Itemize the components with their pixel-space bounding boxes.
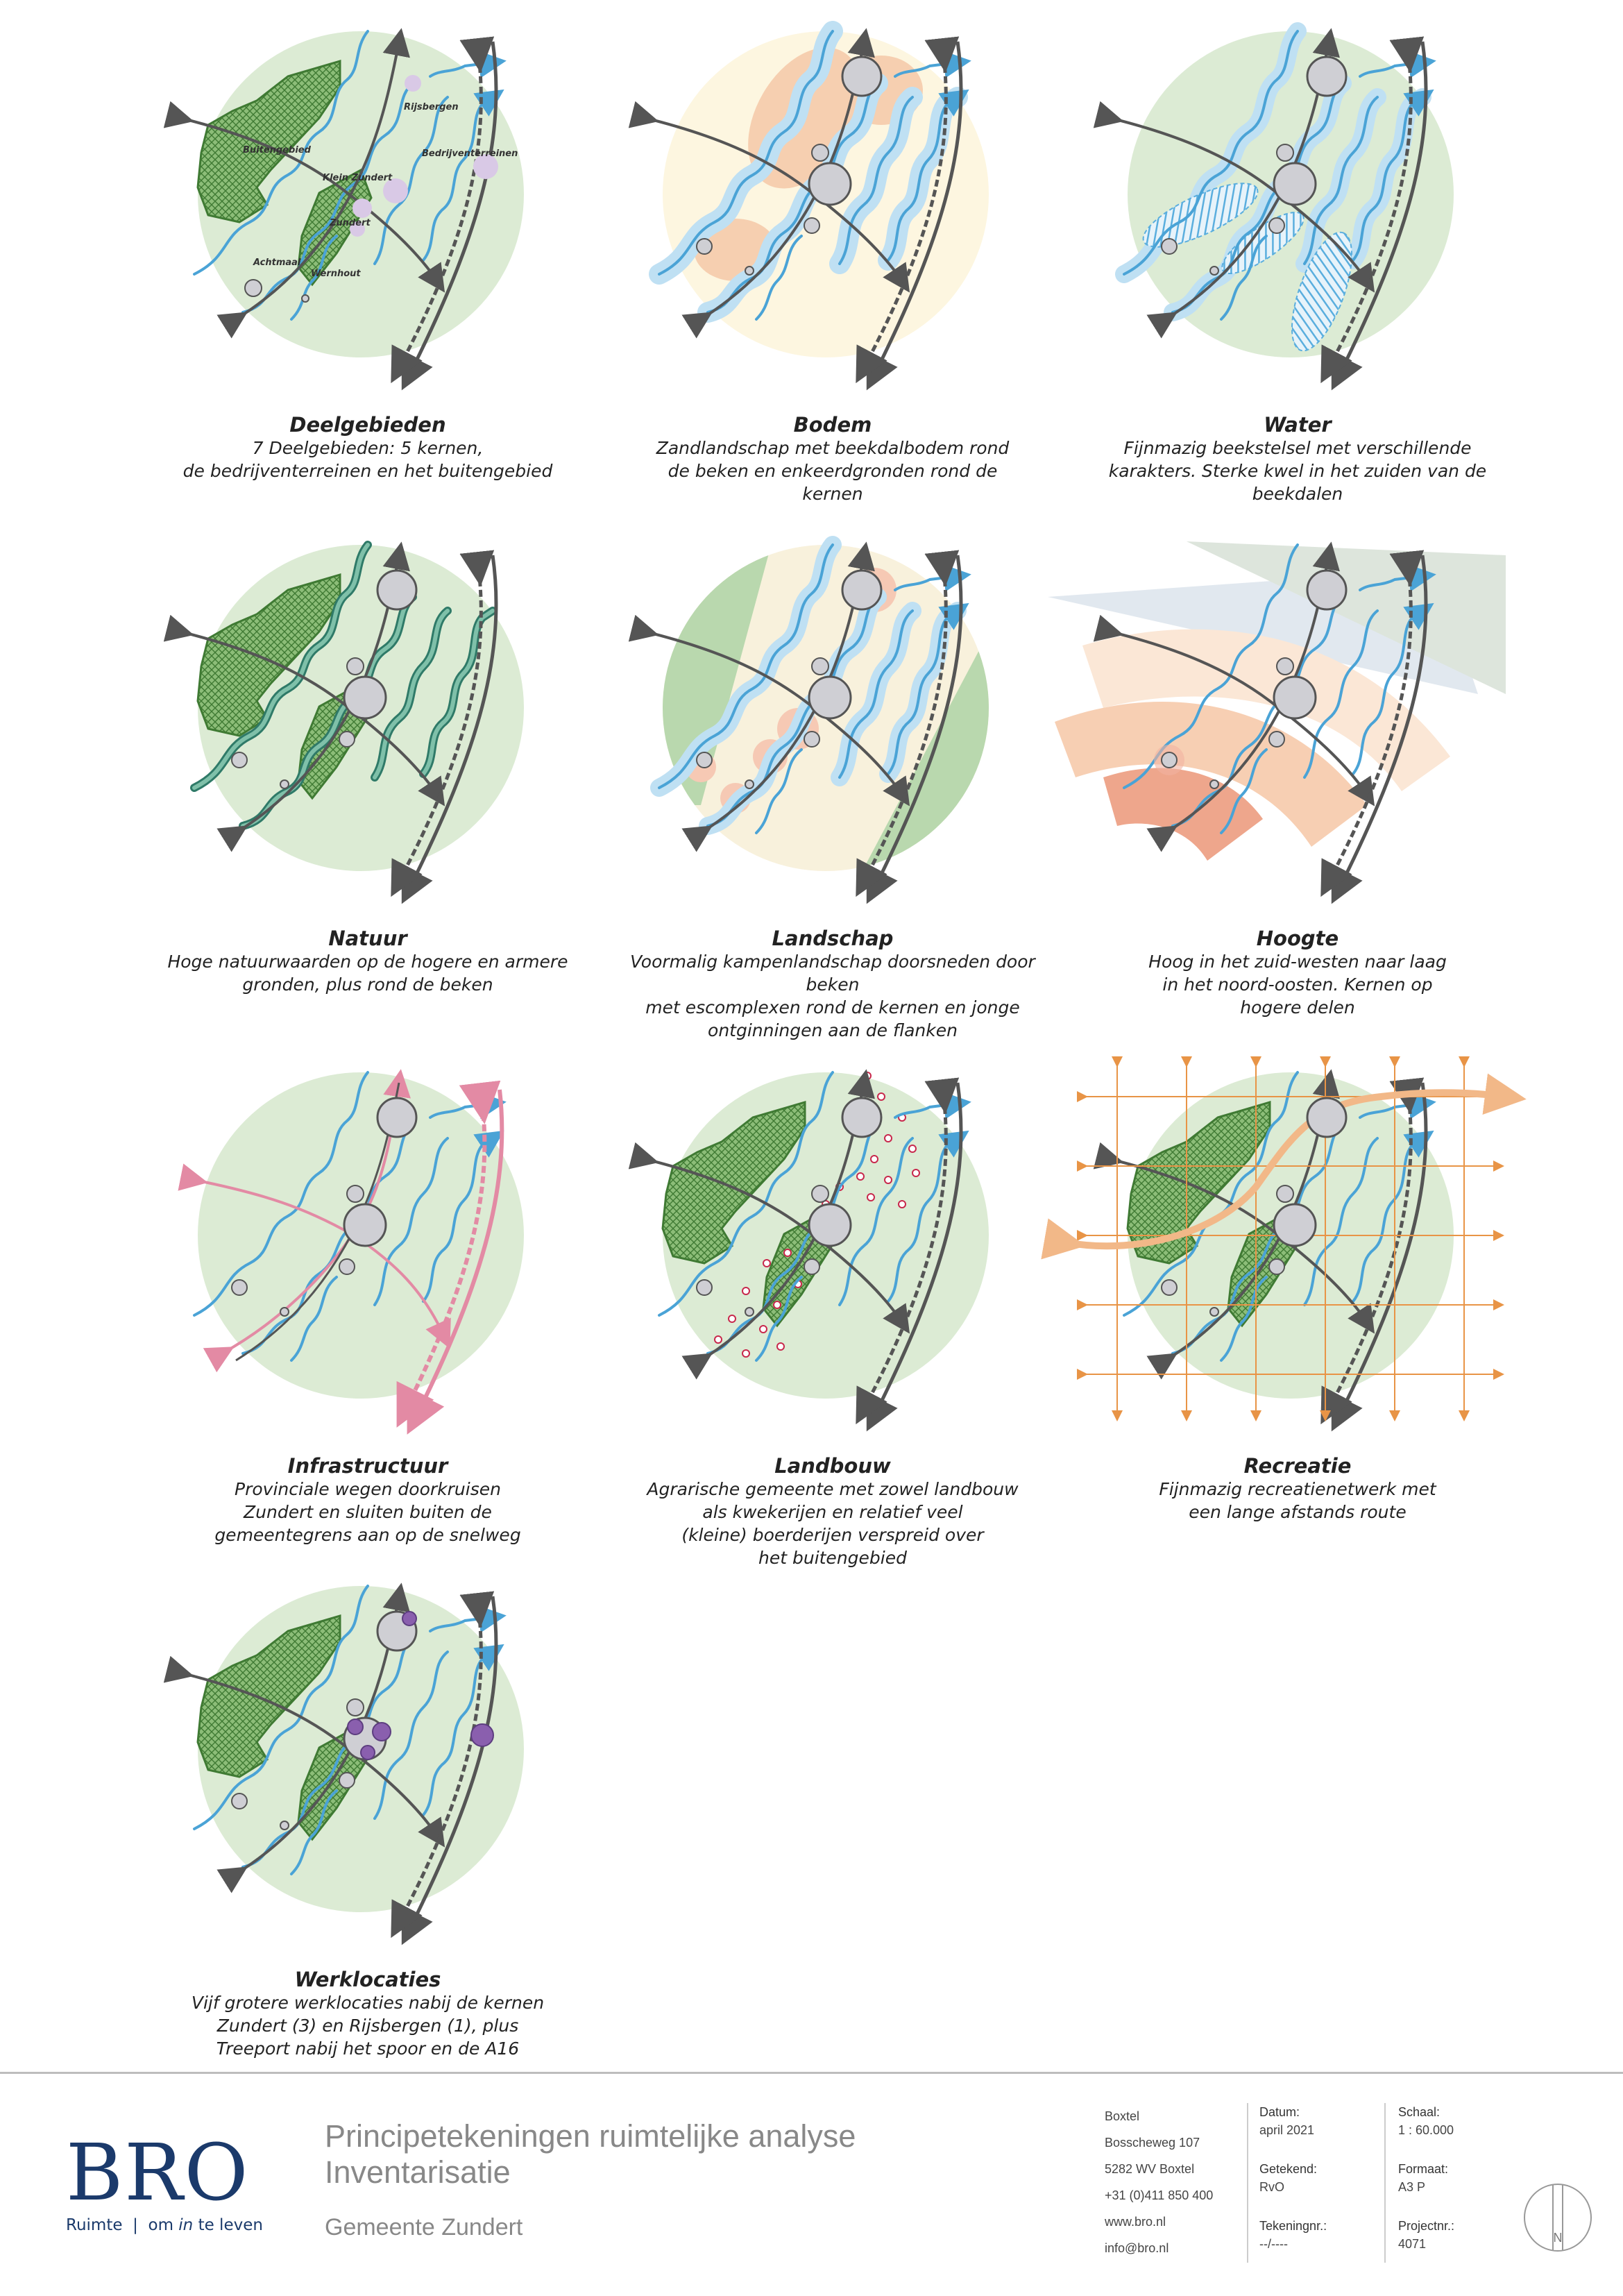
svg-text:N: N xyxy=(1554,2231,1563,2245)
panel-description: Vijf grotere werklocaties nabij de kerne… xyxy=(191,1993,545,2059)
label-bedrijventerreinen: Bedrijventerreinen xyxy=(422,149,518,159)
divider xyxy=(1247,2103,1248,2263)
label-wernhout: Wernhout xyxy=(311,269,361,279)
caption: Deelgebieden 7 Deelgebieden: 5 kernen, d… xyxy=(146,413,590,482)
caption: Landschap Voormalig kampenlandschap door… xyxy=(611,927,1055,1042)
panel-description: Voormalig kampenlandschap doorsneden doo… xyxy=(630,952,1035,1040)
panel-description: Fijnmazig recreatienetwerk met een lange… xyxy=(1159,1479,1436,1522)
caption: Landbouw Agrarische gemeente met zowel l… xyxy=(611,1454,1055,1569)
panel-description: Fijnmazig beekstelsel met verschillende … xyxy=(1108,438,1487,504)
caption: Natuur Hoge natuurwaarden op de hogere e… xyxy=(146,927,590,996)
panel-title: Landbouw xyxy=(774,1454,891,1478)
document-subtitle: Gemeente Zundert xyxy=(325,2214,523,2240)
panel-title: Hoogte xyxy=(1256,927,1339,950)
panel-title: Natuur xyxy=(328,927,407,950)
bodem-map xyxy=(597,14,989,416)
meta-column-2: Schaal:1 : 60.000 Formaat:A3 P Projectnr… xyxy=(1398,2105,1455,2251)
caption: Water Fijnmazig beekstelsel met verschil… xyxy=(1076,413,1520,505)
panel-description: 7 Deelgebieden: 5 kernen, de bedrijvente… xyxy=(182,438,553,481)
infrastructuur-map xyxy=(178,1069,524,1435)
panel-title: Werklocaties xyxy=(294,1968,441,1991)
label-zundert: Zundert xyxy=(329,218,371,228)
panel-title: Water xyxy=(1264,413,1332,437)
landbouw-map xyxy=(597,1055,989,1458)
footer-divider xyxy=(0,2072,1623,2074)
caption: Infrastructuur Provinciale wegen doorkru… xyxy=(146,1454,590,1546)
panel-title: Bodem xyxy=(793,413,872,437)
panel-title: Infrastructuur xyxy=(287,1454,448,1478)
meta-column-1: Datum:april 2021 Getekend:RvO Tekeningnr… xyxy=(1259,2105,1327,2251)
label-buitengebied: Buitengebied xyxy=(243,145,312,155)
label-klein-zundert: Klein Zundert xyxy=(323,173,393,183)
panel-description: Zandlandschap met beekdalbodem rond de b… xyxy=(656,438,1010,504)
bro-logo: BRO Ruimte | om in te leven xyxy=(66,2134,263,2234)
label-rijsbergen: Rijsbergen xyxy=(404,102,459,112)
caption: Bodem Zandlandschap met beekdalbodem ron… xyxy=(611,413,1055,505)
panel-description: Hoge natuurwaarden op de hogere en armer… xyxy=(167,952,568,995)
document-title: Principetekeningen ruimtelijke analyse I… xyxy=(325,2118,856,2190)
water-map xyxy=(1062,14,1454,416)
logo-tagline: Ruimte | om in te leven xyxy=(66,2216,263,2234)
landschap-map xyxy=(597,527,989,930)
panel-title: Recreatie xyxy=(1243,1454,1352,1478)
panel-description: Agrarische gemeente met zowel landbouw a… xyxy=(647,1479,1019,1568)
caption: Recreatie Fijnmazig recreatienetwerk met… xyxy=(1076,1454,1520,1523)
natuur-map xyxy=(132,527,524,930)
hoogte-map xyxy=(1048,541,1506,930)
recreatie-map xyxy=(1041,1056,1527,1421)
north-arrow-icon: N xyxy=(1524,2184,1592,2252)
panel-description: Provinciale wegen doorkruisen Zundert en… xyxy=(214,1479,521,1545)
werklocaties-map xyxy=(132,1569,524,1971)
panel-title: Landschap xyxy=(772,927,894,950)
divider xyxy=(1384,2103,1386,2263)
label-achtmaal: Achtmaal xyxy=(253,258,301,268)
caption: Werklocaties Vijf grotere werklocaties n… xyxy=(146,1968,590,2060)
panel-title: Deelgebieden xyxy=(289,413,446,437)
panel-description: Hoog in het zuid-westen naar laag in het… xyxy=(1148,952,1447,1018)
logo-wordmark: BRO xyxy=(66,2128,250,2218)
deelgebieden-map: Rijsbergen Buitengebied Bedrijventerrein… xyxy=(132,14,524,416)
caption: Hoogte Hoog in het zuid-westen naar laag… xyxy=(1076,927,1520,1019)
address-block: Boxtel Bosscheweg 107 5282 WV Boxtel +31… xyxy=(1105,2109,1214,2255)
